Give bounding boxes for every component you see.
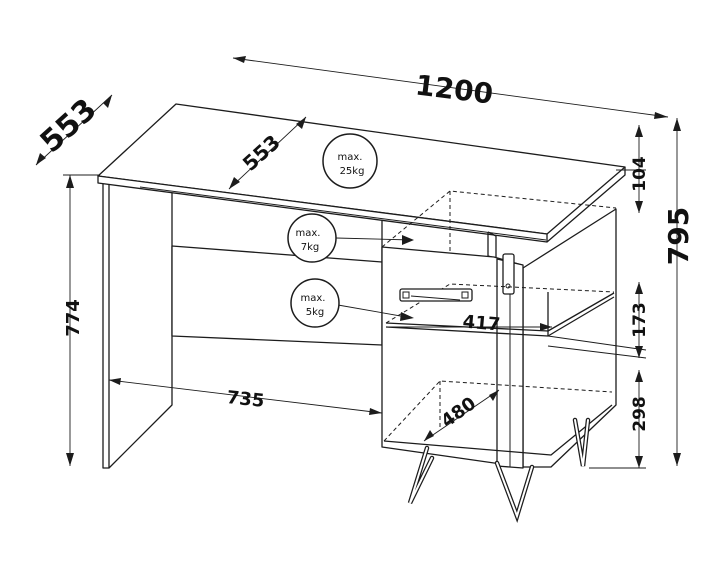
drawer-handle bbox=[399, 288, 473, 302]
dim-shelf-depth: 417 bbox=[462, 311, 501, 335]
load-drawer-line2: 5kg bbox=[306, 307, 325, 318]
dim-depth-top: 553 bbox=[34, 92, 104, 160]
dim-width-total: 1200 bbox=[413, 68, 494, 110]
dimension-lines bbox=[35, 56, 681, 469]
load-top-line1: max. bbox=[338, 152, 363, 163]
load-marker-shelf: max. 7kg bbox=[287, 213, 414, 263]
load-shelf-line2: 7kg bbox=[301, 242, 320, 253]
dim-knee-width: 735 bbox=[226, 387, 266, 412]
load-marker-top: max. 25kg bbox=[322, 133, 378, 189]
pedestal-side bbox=[522, 208, 617, 468]
left-side-panel bbox=[102, 177, 173, 469]
modesty-panel bbox=[171, 245, 383, 346]
load-marker-drawer: max. 5kg bbox=[290, 278, 414, 328]
hairpin-legs bbox=[407, 417, 591, 523]
dim-top-thickness: 104 bbox=[630, 156, 650, 192]
load-drawer-line1: max. bbox=[301, 293, 326, 304]
dim-drawer-height: 173 bbox=[630, 302, 650, 338]
load-top-line2: 25kg bbox=[340, 166, 365, 177]
dim-bottom-height: 298 bbox=[630, 396, 650, 432]
dim-height-leg: 774 bbox=[63, 299, 84, 337]
dim-height-total: 795 bbox=[662, 207, 695, 265]
load-shelf-line1: max. bbox=[296, 228, 321, 239]
